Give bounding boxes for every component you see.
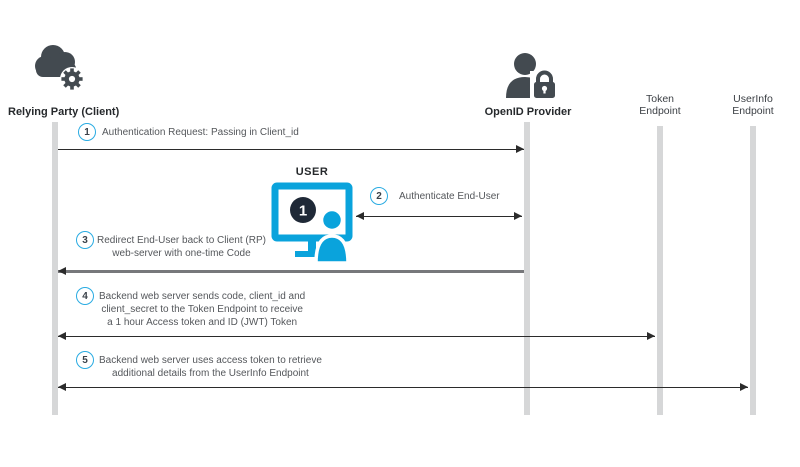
arrow-step5-userinfo [58,383,748,392]
step-5-text: Backend web server uses access token to … [99,355,322,381]
step-5-badge: 5 [76,351,94,369]
step-1-text: Authentication Request: Passing in Clien… [102,127,299,140]
actor-label-openid-provider: OpenID Provider [484,106,572,118]
step-4-line2: client_secret to the Token Endpoint to r… [101,303,303,315]
arrow-step3-redirect [58,267,524,276]
monitor-person-icon: 1 [270,181,356,268]
step-2-text: Authenticate End-User [399,191,500,204]
arrow-step4-token-exchange [58,332,655,341]
token-endpoint-line2: Endpoint [639,105,681,117]
person-lock-icon [500,52,557,103]
actor-label-userinfo-endpoint: UserInfo Endpoint [713,93,793,117]
actor-label-token-endpoint: Token Endpoint [620,93,700,117]
step-3-line2: web-server with one-time Code [112,247,251,259]
step-5-line1: Backend web server uses access token to … [99,355,322,366]
step-3-line1: Redirect End-User back to Client (RP) [97,235,266,246]
actor-label-relying-party: Relying Party (Client) [8,106,120,118]
step-3-text: Redirect End-User back to Client (RP) we… [97,235,266,261]
step-1-badge: 1 [78,123,96,141]
userinfo-endpoint-line2: Endpoint [732,105,774,117]
step-3-badge: 3 [76,231,94,249]
step-1-line1: Authentication Request: Passing in Clien… [102,127,299,138]
token-endpoint-line1: Token [645,93,675,105]
lifeline-userinfo-endpoint [750,126,756,415]
lifeline-relying-party [52,122,58,415]
lifeline-token-endpoint [657,126,663,415]
step-4-line1: Backend web server sends code, client_id… [99,291,306,302]
arrow-step2-authenticate [356,212,522,221]
user-label: USER [295,166,329,178]
userinfo-endpoint-line1: UserInfo [733,93,773,105]
step-5-line2: additional details from the UserInfo End… [112,367,309,379]
step-4-badge: 4 [76,287,94,305]
monitor-badge-number: 1 [299,203,307,220]
cloud-gear-icon [32,40,88,97]
lifeline-openid-provider [524,122,530,415]
step-2-badge: 2 [370,187,388,205]
step-4-text: Backend web server sends code, client_id… [99,291,305,329]
step-2-line1: Authenticate End-User [399,191,500,202]
step-4-line3: a 1 hour Access token and ID (JWT) Token [107,316,298,328]
arrow-step1-auth-request [58,145,524,154]
